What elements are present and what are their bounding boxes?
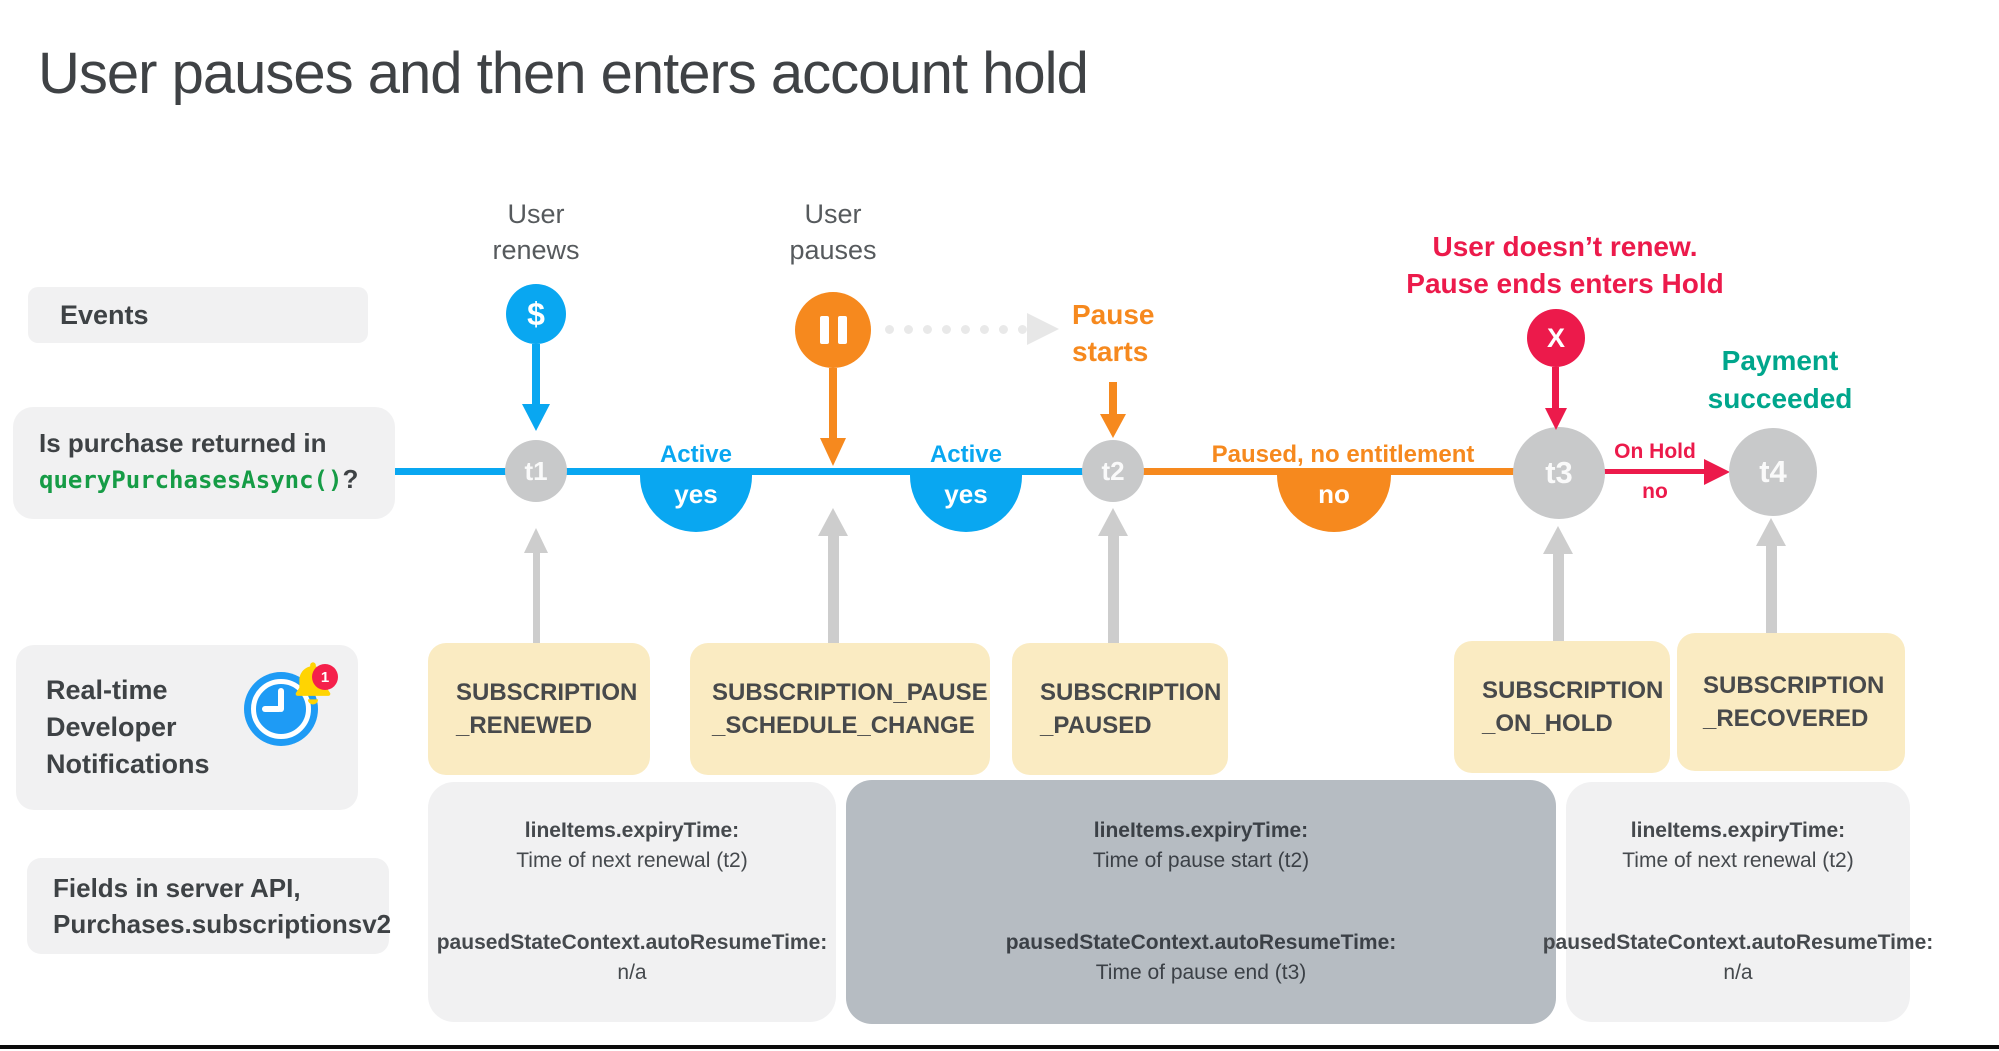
- rtdn-arrow-shaft-5: [1766, 544, 1777, 633]
- clock-ring: [251, 679, 311, 739]
- field-box-paused: lineItems.expiryTime: Time of pause star…: [846, 780, 1556, 1024]
- rtdn-label-line: Notifications: [46, 749, 210, 779]
- bottom-border: [0, 1045, 1999, 1049]
- timeline-node-t3: t3: [1513, 427, 1605, 519]
- events-label: Events: [60, 299, 149, 330]
- hold-event-icon: X: [1527, 309, 1585, 367]
- hold-warning-label: User doesn’t renew. Pause ends enters Ho…: [1406, 231, 1724, 299]
- rtdn-arrow-shaft-1: [533, 551, 540, 643]
- rtdn-arrow-shaft-3: [1108, 534, 1119, 643]
- rtdn-arrow-head-3: [1098, 508, 1128, 536]
- purchase-question-box: Is purchase returned in queryPurchasesAs…: [13, 407, 395, 519]
- user-pauses-label: User pauses: [789, 199, 877, 265]
- timeline-segment-active: [395, 468, 1113, 475]
- purchase-question-suffix: ?: [342, 463, 359, 494]
- rtdn-arrow-head-1: [524, 528, 548, 553]
- pause-starts-arrow-shaft: [1109, 382, 1117, 416]
- rtdn-arrow-shaft-4: [1553, 552, 1564, 641]
- field-pair: lineItems.expiryTime: Time of next renew…: [516, 819, 748, 872]
- field-pair: pausedStateContext.autoResumeTime: n/a: [436, 931, 828, 984]
- rtdn-label-line: Real-time: [46, 675, 168, 705]
- pause-starts-arrow-head: [1100, 414, 1126, 438]
- rtdn-label-line: Developer: [46, 712, 177, 742]
- dollar-icon: $: [527, 295, 545, 332]
- active-state-label-2: Active: [929, 441, 1003, 468]
- clock-hand-minute: [278, 688, 284, 712]
- pause-arrow-head: [820, 438, 846, 466]
- paused-state-label: Paused, no entitlement: [1211, 441, 1475, 468]
- purchase-question-code: queryPurchasesAsync(): [39, 465, 343, 494]
- paused-state-badge: no: [1277, 475, 1391, 532]
- pause-arrow-shaft: [829, 368, 837, 440]
- field-box-recovered: lineItems.expiryTime: Time of next renew…: [1543, 782, 1933, 1022]
- pause-event-icon: [795, 292, 871, 368]
- timeline-node-t4: t4: [1729, 428, 1817, 516]
- onhold-state-value: no: [1642, 480, 1668, 503]
- rtdn-arrow-head-4: [1543, 526, 1573, 554]
- field-pair: pausedStateContext.autoResumeTime: n/a: [1542, 931, 1934, 984]
- user-renews-label: User renews: [492, 199, 580, 265]
- renew-arrow-shaft: [532, 344, 540, 406]
- dotted-arrow-head: [1027, 313, 1059, 345]
- onhold-arrow-shaft: [1604, 469, 1706, 474]
- active-state-badge-2: yes: [910, 475, 1022, 532]
- active-state-badge-1: yes: [640, 475, 752, 532]
- rtdn-box-on-hold: SUBSCRIPTION _ON_HOLD: [1454, 641, 1670, 773]
- x-icon: X: [1546, 322, 1565, 353]
- timeline-node-t1: t1: [505, 440, 567, 502]
- events-label-box: Events: [28, 287, 368, 343]
- notification-badge: 1: [312, 664, 338, 690]
- field-pair: lineItems.expiryTime: Time of pause star…: [1092, 819, 1310, 872]
- rtdn-arrow-head-5: [1756, 518, 1786, 546]
- timeline-node-t2: t2: [1082, 440, 1144, 502]
- fields-label-box: Fields in server API, Purchases.subscrip…: [27, 858, 392, 954]
- field-pair: lineItems.expiryTime: Time of next renew…: [1622, 819, 1854, 872]
- rtdn-arrow-head-2: [818, 508, 848, 536]
- purchase-question-line1: Is purchase returned in: [39, 427, 327, 458]
- field-box-renewed: lineItems.expiryTime: Time of next renew…: [428, 782, 836, 1022]
- field-pair: pausedStateContext.autoResumeTime: Time …: [1005, 931, 1397, 984]
- onhold-arrow-head: [1704, 459, 1730, 485]
- rtdn-arrow-shaft-2: [828, 534, 839, 643]
- pause-starts-label: Pause starts: [1072, 299, 1155, 367]
- renew-arrow-head: [522, 404, 550, 431]
- rtdn-box-pause-schedule-change: SUBSCRIPTION_PAUSE _SCHEDULE_CHANGE: [690, 643, 990, 775]
- renew-event-icon: $: [506, 284, 566, 344]
- active-state-label-1: Active: [659, 441, 733, 468]
- payment-succeeded-label: Payment succeeded: [1707, 345, 1853, 414]
- timeline-segment-paused: [1113, 468, 1559, 475]
- clock-hand-hour: [262, 706, 282, 712]
- rtdn-box-renewed: SUBSCRIPTION _RENEWED: [428, 643, 650, 775]
- pause-icon: [819, 316, 847, 344]
- rtdn-box-recovered: SUBSCRIPTION _RECOVERED: [1677, 633, 1905, 771]
- fields-label-line: Purchases.subscriptionsv2: [53, 909, 392, 939]
- fields-label-line: Fields in server API,: [53, 873, 301, 903]
- clock-icon: [244, 672, 318, 746]
- dotted-arrow-line: [885, 325, 1027, 334]
- rtdn-box-paused: SUBSCRIPTION _PAUSED: [1012, 643, 1228, 775]
- page-title: User pauses and then enters account hold: [38, 41, 1089, 106]
- hold-arrow-head: [1545, 408, 1567, 430]
- onhold-state-label: On Hold: [1614, 440, 1696, 463]
- hold-arrow-shaft: [1552, 367, 1559, 410]
